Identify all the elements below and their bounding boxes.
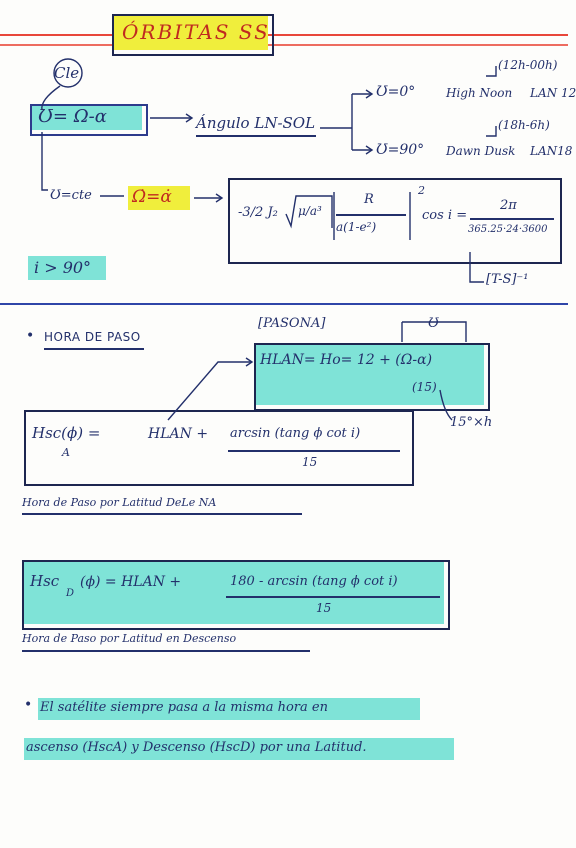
branch-bottom-time: (18h-6h)	[498, 118, 550, 132]
hsc-d-den: 15	[316, 601, 332, 615]
formula-frac-line	[336, 214, 406, 216]
title-highlight	[114, 16, 268, 50]
incl-label: i > 90°	[34, 258, 92, 277]
sigma-small: Ʊ	[428, 316, 439, 331]
incl-highlight	[28, 256, 106, 280]
section2-title-underline	[44, 348, 144, 350]
arrow-bottom-branch	[365, 145, 374, 155]
caption-d-underline	[22, 650, 310, 652]
angle-underline	[196, 135, 316, 137]
branch-top-time: (12h-00h)	[498, 58, 558, 72]
line2-highlight	[24, 738, 454, 760]
branch-bottom-name: Dawn Dusk	[446, 144, 516, 158]
title-box	[112, 14, 274, 56]
cte-connector	[41, 132, 48, 191]
hsc-d-num: 180 - arcsin (tang ϕ cot i)	[230, 574, 398, 589]
branch-fork	[320, 93, 372, 151]
hsc-a-num: arcsin (tang ϕ cot i)	[230, 426, 361, 441]
formula-frac-line-2	[470, 218, 554, 220]
header-rule-bottom	[0, 44, 568, 46]
page-title: ÓRBITAS SS	[122, 20, 270, 44]
section-divider	[0, 303, 568, 305]
formula-R: R	[364, 192, 374, 207]
hsc-d-highlight	[24, 562, 444, 624]
hsc-d-frac-line	[226, 596, 440, 598]
hsc-a-frac-line	[228, 450, 400, 452]
time-bottom-hook	[486, 126, 497, 137]
hsc-a-lhs: Hsc(ϕ) =	[32, 424, 101, 442]
arrow-top-branch	[365, 89, 374, 99]
statement-line1: El satélite siempre pasa a la misma hora…	[40, 700, 328, 715]
conv-label: 15°×h	[450, 415, 493, 430]
formula-lhs: -3/2 J₂	[238, 205, 278, 220]
branch-top-lan: LAN 12	[530, 86, 576, 100]
hsc-a-den: 15	[302, 455, 318, 469]
arrow-rate-formula-head	[215, 193, 224, 203]
bullet-icon-2: •	[24, 697, 33, 713]
formula-cos: cos i =	[422, 208, 468, 223]
formula-exp: 2	[418, 184, 425, 197]
caption-d: Hora de Paso por Latitud en Descenso	[22, 632, 237, 645]
branch-top-name: High Noon	[446, 86, 513, 100]
hsc-d-sub: D	[66, 588, 75, 599]
branch-top-label: Ʊ=0°	[376, 84, 416, 100]
hsc-a-sub: A	[62, 446, 70, 459]
caption-a: Hora de Paso por Latitud DeLe NA	[22, 496, 217, 509]
hlan-den: (15)	[412, 380, 437, 394]
header-rule-top	[0, 34, 568, 36]
hsc-d-lhs: Hsc	[30, 572, 60, 590]
bullet-icon: •	[26, 328, 35, 344]
hsc-d-mid: (ϕ) = HLAN +	[80, 574, 182, 590]
line1-highlight	[38, 698, 420, 720]
arrow-hsc-hlan-head	[245, 357, 254, 367]
caption-a-underline	[22, 513, 302, 515]
section2-title: HORA DE PASO	[44, 330, 141, 344]
hsc-a-box	[24, 410, 414, 486]
pasona-label: [PASONA]	[258, 316, 326, 331]
branch-bottom-label: Ʊ=90°	[376, 142, 425, 158]
statement-line2: ascenso (HscA) y Descenso (HscD) por una…	[26, 740, 367, 755]
time-top-hook	[486, 66, 497, 77]
cte-label: Ʊ=cte	[50, 188, 92, 203]
circle-label: Cle	[54, 64, 80, 82]
sigma-box	[30, 104, 148, 136]
period-label: [T-S]⁻¹	[486, 272, 529, 287]
formula-denom: 365.25·24·3600	[468, 224, 548, 235]
rate-highlight	[128, 186, 190, 210]
formula-sqrt: μ/a³	[298, 204, 322, 218]
branch-bottom-lan: LAN18	[530, 144, 573, 158]
formula-den: a(1-e²)	[336, 220, 377, 234]
sigma-equation: Ʊ= Ω-α	[38, 106, 107, 127]
hlan-equation: HLAN= Ho= 12 + (Ω-α)	[260, 352, 433, 368]
formula-num: 2π	[500, 198, 517, 213]
hsc-d-box	[22, 560, 450, 630]
rate-equation: Ω̇=α̇	[132, 187, 172, 207]
formula-box	[228, 178, 562, 264]
hsc-a-rhs: HLAN +	[148, 426, 209, 442]
angle-label: Ángulo LN-SOL	[196, 114, 316, 132]
arrow-sigma-angle-head	[185, 113, 194, 123]
